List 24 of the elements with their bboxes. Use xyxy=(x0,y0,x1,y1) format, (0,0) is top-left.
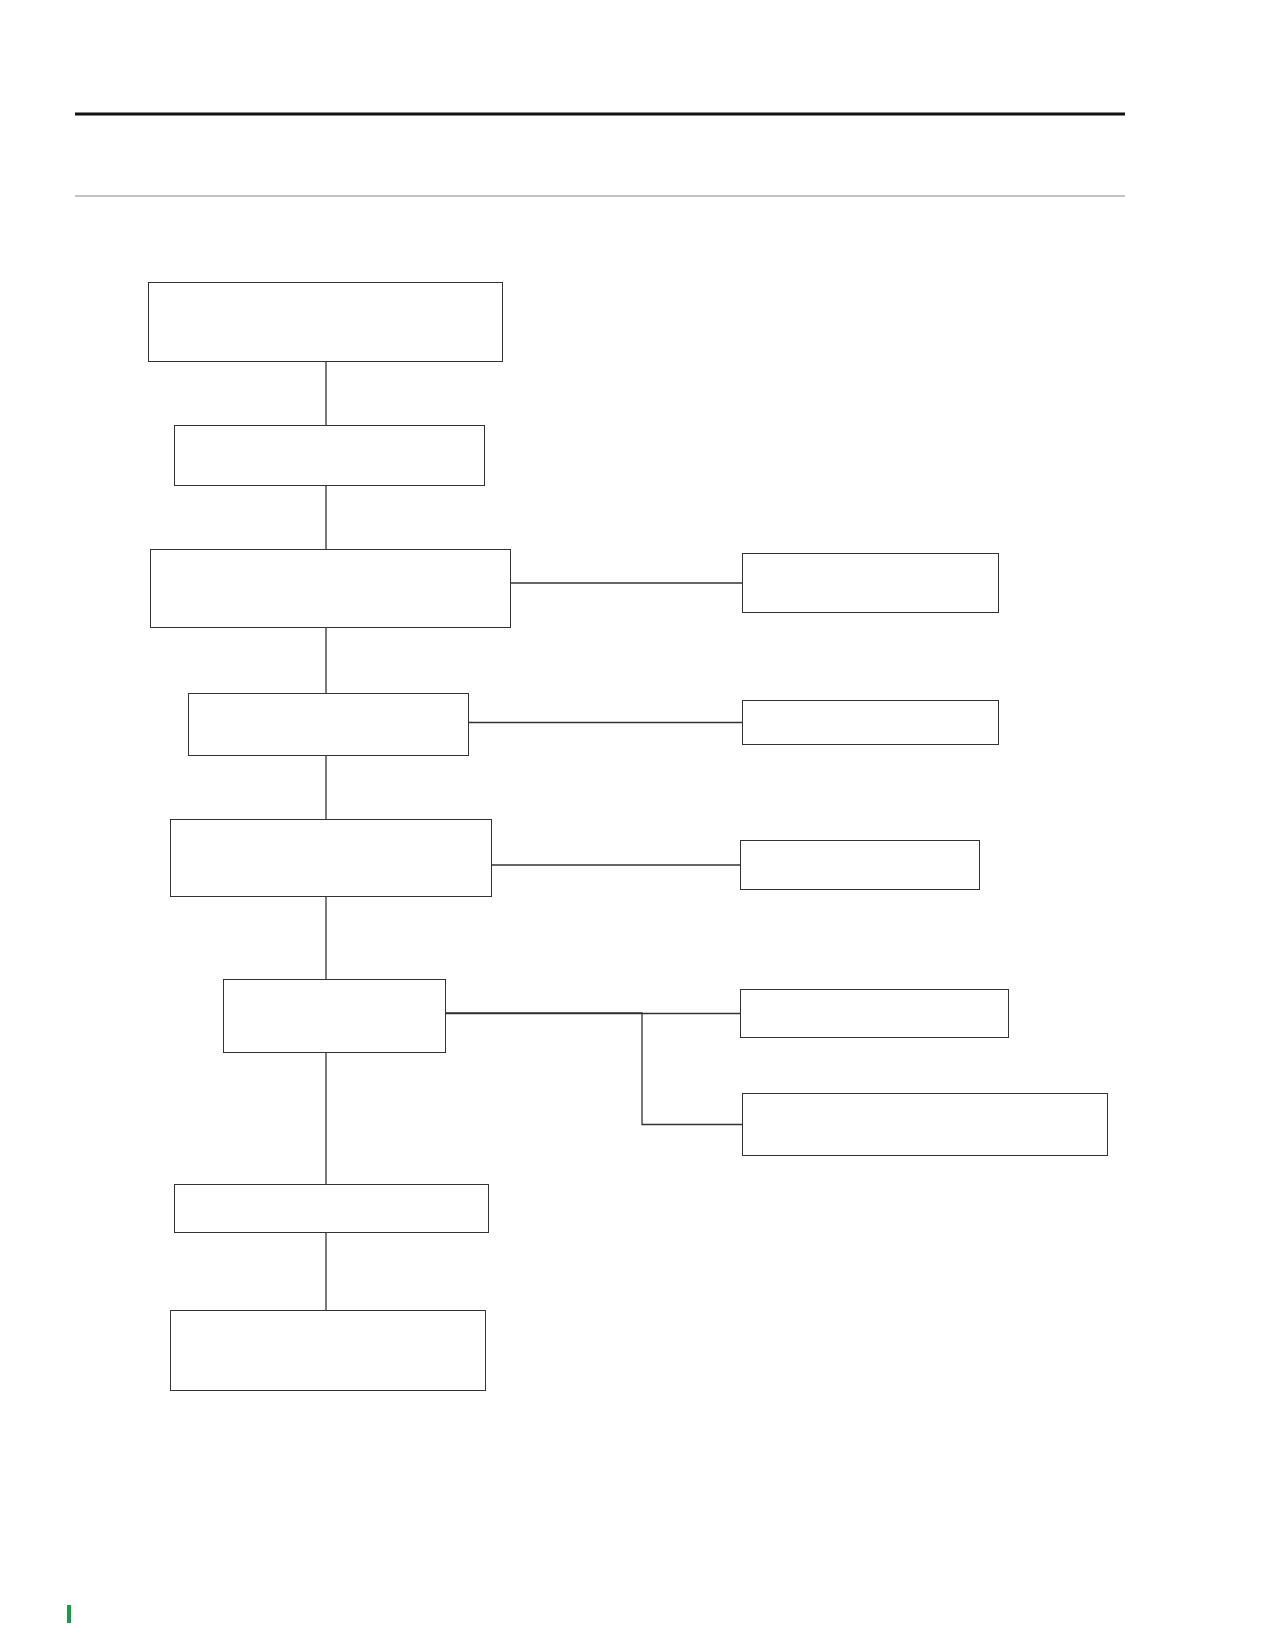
process-box xyxy=(742,553,999,613)
process-box xyxy=(150,549,511,628)
process-box xyxy=(174,425,485,486)
connector-line xyxy=(325,485,327,550)
process-box xyxy=(174,1184,489,1233)
connector-line xyxy=(325,1052,327,1185)
process-box xyxy=(742,1093,1108,1156)
process-box xyxy=(740,989,1009,1038)
connector-line xyxy=(325,1232,327,1311)
process-box xyxy=(740,840,980,890)
process-box xyxy=(170,1310,486,1391)
connector-line xyxy=(445,1012,743,1126)
connector-line xyxy=(325,361,327,426)
process-box xyxy=(188,693,469,756)
process-box xyxy=(742,700,999,745)
process-box xyxy=(170,819,492,897)
connector-line xyxy=(491,864,741,866)
connector-line xyxy=(510,582,743,584)
connector-line xyxy=(325,896,327,980)
connector-line xyxy=(325,627,327,694)
process-box xyxy=(223,979,446,1053)
connector-line xyxy=(325,755,327,820)
process-box xyxy=(148,282,503,362)
connector-line xyxy=(468,721,743,724)
